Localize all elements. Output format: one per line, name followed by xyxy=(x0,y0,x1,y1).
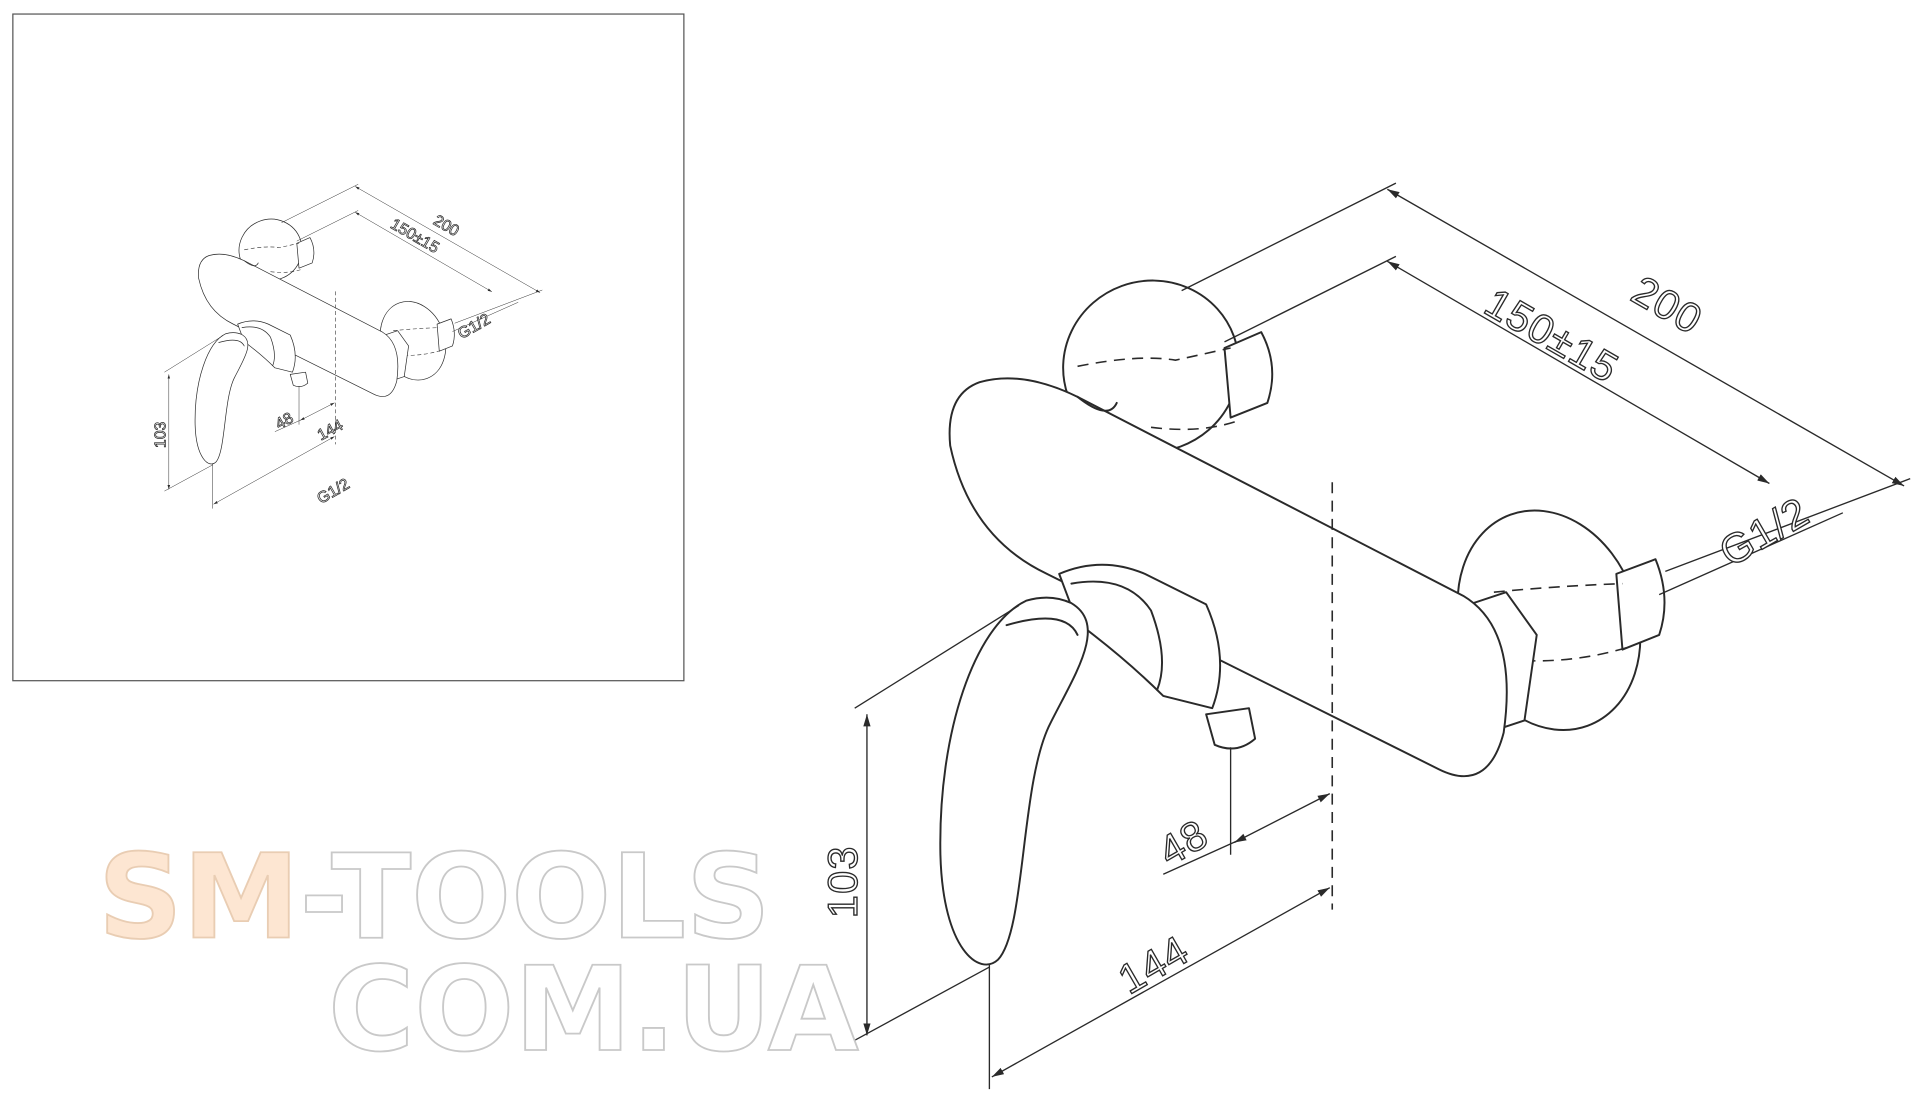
dim-thread-g12: G1/2 xyxy=(1711,487,1817,575)
watermark-brand: SM-TOOLS xyxy=(98,829,771,966)
watermark-domain: COM.UA xyxy=(328,941,859,1078)
dim-200: 200 xyxy=(1624,266,1711,343)
faucet-outline xyxy=(855,183,1911,1089)
thumbnail-panel: 200 150±15 G1/2 G1/2 48 103 144 xyxy=(12,13,685,682)
thumb-dim-103: 103 xyxy=(152,421,169,448)
dim-103: 103 xyxy=(819,845,866,918)
main-drawing: 200 150±15 G1/2 103 48 144 xyxy=(818,183,1911,1089)
dim-150-15: 150±15 xyxy=(1477,278,1627,391)
dim-144: 144 xyxy=(1110,926,1197,1003)
dim-48: 48 xyxy=(1150,810,1216,875)
watermark-logo: SM-TOOLS COM.UA xyxy=(97,828,860,1079)
